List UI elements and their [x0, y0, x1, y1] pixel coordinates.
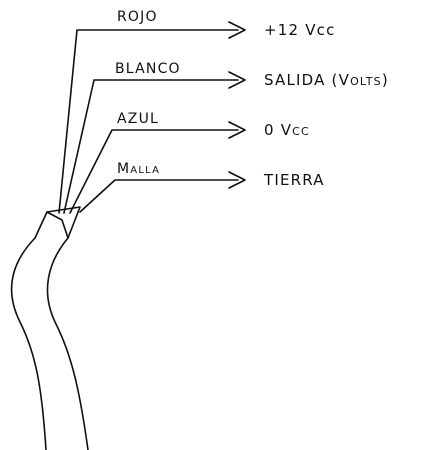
cable-sheath-opening	[34, 206, 81, 239]
arrowhead-blanco	[228, 71, 246, 89]
wire-rojo	[58, 29, 239, 214]
wire-blanco	[63, 79, 239, 214]
arrowhead-azul	[228, 121, 246, 139]
cable-sheath-left-edge	[10, 237, 47, 450]
cable-sheath-right-edge	[46, 237, 89, 450]
wire-malla	[79, 179, 239, 213]
signal-label-0vcc: 0 Vcc	[264, 121, 310, 139]
signal-label-12vcc: +12 Vcc	[264, 21, 336, 39]
signal-label-salida: SALIDA (Volts)	[264, 71, 389, 89]
arrowhead-malla	[228, 171, 246, 189]
cable-sheath-inner-edge	[46, 211, 69, 239]
wire-azul	[69, 129, 239, 214]
wire-label-rojo: ROJO	[117, 9, 158, 25]
wire-label-malla: Malla	[117, 161, 161, 177]
wire-label-blanco: BLANCO	[115, 61, 181, 77]
signal-label-tierra: TIERRA	[264, 171, 325, 189]
arrowhead-rojo	[228, 21, 246, 39]
wire-label-azul: AZUL	[117, 111, 160, 127]
